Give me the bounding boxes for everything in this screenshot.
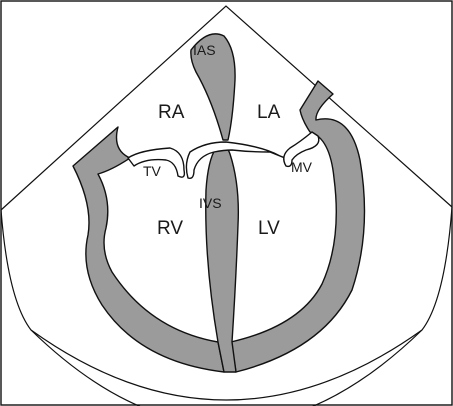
la-label: LA: [257, 102, 281, 123]
tv-label: TV: [143, 163, 162, 179]
ivs-label: IVS: [199, 195, 222, 211]
rv-label: RV: [157, 218, 183, 239]
ra-label: RA: [158, 102, 185, 123]
lv-label: LV: [258, 218, 280, 239]
mv-label: MV: [291, 159, 313, 175]
ias-label: IAS: [193, 42, 216, 58]
